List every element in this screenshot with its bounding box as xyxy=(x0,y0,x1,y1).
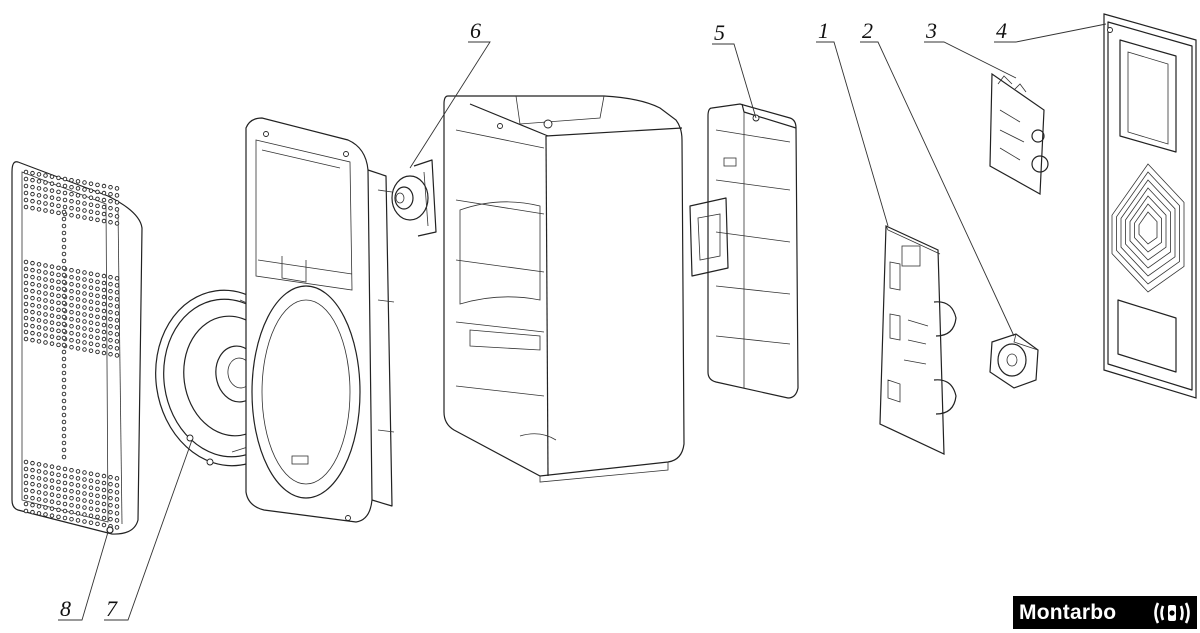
tweeter xyxy=(391,159,437,237)
part-label-4: 4 xyxy=(996,18,1007,43)
leader-3 xyxy=(924,41,1017,79)
amplifier-module-housing xyxy=(689,103,799,399)
leader-1 xyxy=(816,41,889,227)
part-label-5: 5 xyxy=(714,20,725,45)
leader-7 xyxy=(104,439,193,621)
speaker-waves-icon xyxy=(1154,601,1190,624)
leader-8 xyxy=(58,531,109,621)
cooling-fan xyxy=(989,333,1039,389)
rear-panel xyxy=(1103,13,1197,399)
part-label-2: 2 xyxy=(862,18,873,43)
leader-5 xyxy=(712,43,757,119)
front-baffle xyxy=(245,117,395,523)
part-label-1: 1 xyxy=(818,18,829,43)
grille-screw xyxy=(106,526,114,534)
input-pcb xyxy=(989,72,1049,195)
heatsink-fins xyxy=(1111,163,1185,293)
part-label-6: 6 xyxy=(470,18,481,43)
part-label-7: 7 xyxy=(106,596,118,621)
montarbo-logo: Montarbo xyxy=(1013,596,1197,629)
leader-4 xyxy=(994,23,1107,43)
leader-6 xyxy=(409,41,491,169)
part-label-3: 3 xyxy=(925,18,937,43)
leader-lines xyxy=(58,23,1107,621)
brand-name: Montarbo xyxy=(1019,601,1117,624)
front-grille xyxy=(11,161,143,535)
grille-holes xyxy=(23,169,120,530)
leader-2 xyxy=(860,41,1015,337)
part-labels: 6 5 1 2 3 4 8 7 xyxy=(60,18,1007,621)
cabinet-body xyxy=(443,95,685,483)
amplifier-pcb xyxy=(879,225,957,455)
part-label-8: 8 xyxy=(60,596,71,621)
